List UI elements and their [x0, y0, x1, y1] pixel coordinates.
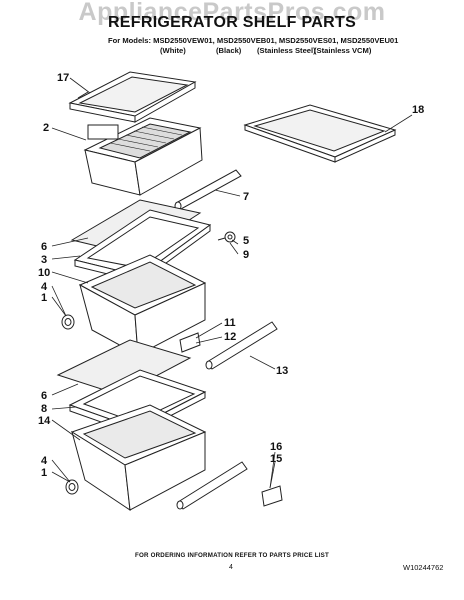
clip-part-16-15	[261, 485, 283, 507]
callout-15: 15	[270, 453, 283, 465]
glass-insert-part-6-lower	[56, 339, 192, 396]
callout-3: 3	[41, 254, 48, 266]
callout-17: 17	[57, 72, 70, 84]
crisper-drawer-part-10	[78, 254, 207, 356]
callout-1-lower: 1	[41, 467, 48, 479]
model-list: For Models: MSD2550VEW01, MSD2550VEB01, …	[108, 36, 399, 45]
variant-black: (Black)	[216, 46, 242, 55]
crisper-drawer-part-2	[83, 117, 203, 196]
callout-14: 14	[38, 415, 51, 427]
page-number: 4	[229, 564, 233, 571]
callout-11: 11	[224, 317, 236, 329]
glass-shelf-part-18	[243, 104, 397, 163]
callout-1-upper: 1	[41, 292, 48, 304]
callout-18: 18	[412, 104, 425, 116]
callout-2: 2	[43, 122, 50, 134]
roller-part-4-1-upper	[61, 314, 75, 330]
crisper-cover-part-17	[68, 71, 197, 123]
variant-stainless-steel: (Stainless Steel)	[257, 46, 316, 55]
callout-16: 16	[270, 441, 283, 453]
callout-12: 12	[224, 331, 237, 343]
roller-part-4-1-lower	[65, 479, 79, 495]
callout-4-upper: 4	[41, 281, 48, 293]
clip-part-11-12	[179, 332, 201, 353]
watermark: AppliancePartsPros.com	[78, 0, 386, 26]
callout-6-lower: 6	[41, 390, 48, 402]
document-number: W10244762	[403, 563, 444, 572]
crisper-drawer-part-14	[70, 404, 207, 512]
rod-part-13	[205, 321, 278, 370]
leader-lines	[51, 77, 413, 489]
callout-9: 9	[243, 249, 250, 261]
page-title: REFRIGERATOR SHELF PARTS	[107, 14, 357, 31]
variant-stainless-vcm: (Stainless VCM)	[314, 46, 372, 55]
callout-4-lower: 4	[41, 455, 48, 467]
ordering-info-footer: FOR ORDERING INFORMATION REFER TO PARTS …	[135, 552, 329, 559]
callout-6-upper: 6	[41, 241, 48, 253]
rod-lower	[176, 461, 248, 510]
callout-8: 8	[41, 403, 48, 415]
callout-7: 7	[243, 191, 250, 203]
knob-part-5-9	[217, 231, 236, 243]
shelf-frame-part-8	[68, 369, 207, 435]
callout-13: 13	[276, 365, 289, 377]
callout-10: 10	[38, 267, 51, 279]
rod-part-7	[174, 169, 242, 211]
callout-5: 5	[243, 235, 250, 247]
variant-white: (White)	[160, 46, 186, 55]
